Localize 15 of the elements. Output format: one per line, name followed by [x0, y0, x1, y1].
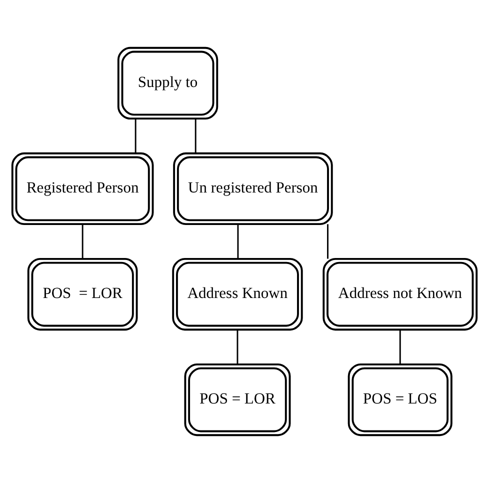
node-box: POS = LOS [348, 363, 452, 436]
node-box: Supply to [117, 46, 218, 120]
node-box: Address Known [172, 258, 303, 331]
node-box: POS = LOR [27, 258, 138, 331]
connector [82, 224, 84, 259]
connector [134, 118, 136, 154]
connector [399, 330, 401, 364]
node-box: Un registered Person [173, 152, 333, 226]
connector [327, 224, 328, 259]
node-box: Address not Known [322, 258, 478, 331]
node-box: POS = LOR [184, 363, 291, 436]
connector [194, 118, 196, 154]
connector [236, 330, 238, 364]
node-box: Registered Person [11, 152, 154, 226]
connector [237, 224, 239, 259]
